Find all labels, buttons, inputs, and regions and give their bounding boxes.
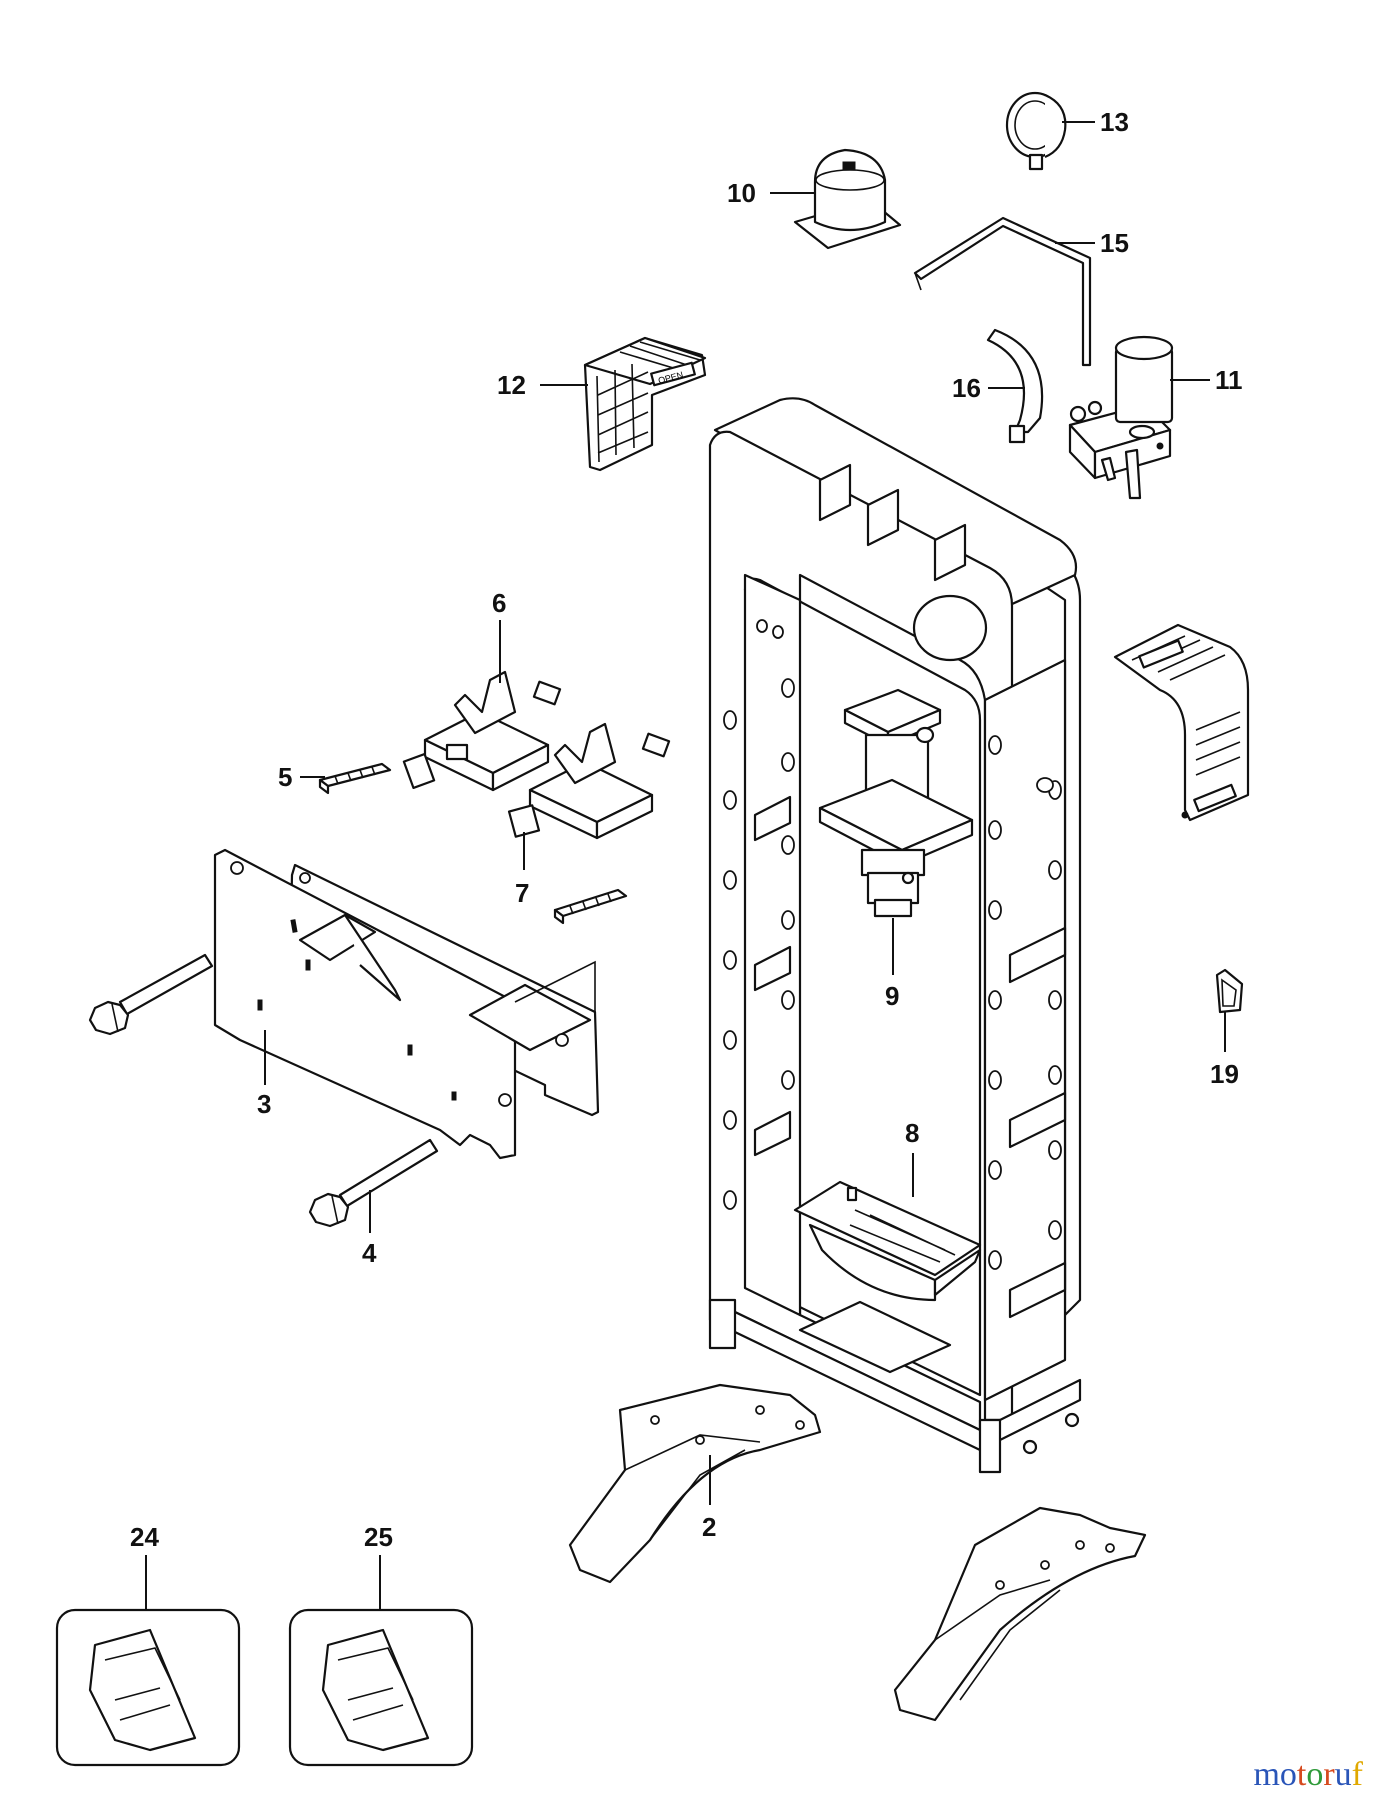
- leg-left: [568, 1383, 822, 1584]
- right-safety-guard: [1113, 623, 1250, 822]
- kit-box-25: [288, 1608, 474, 1767]
- press-frame: [708, 397, 1082, 1474]
- watermark-letter: t: [1296, 1756, 1307, 1793]
- hydraulic-pump: [1068, 335, 1174, 500]
- callout-12: 12: [497, 370, 526, 400]
- callout-3: 3: [257, 1089, 271, 1119]
- press-bed: [793, 1180, 982, 1302]
- leader-lines: [145, 121, 1226, 1610]
- frame-holes: [723, 619, 1062, 1270]
- pressure-gauge: [1005, 91, 1067, 171]
- ram-cylinder: [818, 688, 974, 918]
- clip-5: [402, 752, 436, 790]
- long-bolt-upper: [88, 953, 214, 1036]
- cylinder-head: [793, 148, 902, 250]
- watermark-letter: u: [1334, 1756, 1352, 1793]
- callout-2: 2: [702, 1512, 716, 1542]
- motoruf-watermark: motoruf: [1253, 1756, 1363, 1794]
- clip-7: [507, 804, 541, 838]
- callout-6: 6: [492, 588, 506, 618]
- callout-10: 10: [727, 178, 756, 208]
- callout-8: 8: [905, 1118, 919, 1148]
- locking-bar-7: [553, 888, 628, 925]
- v-block-upper: [423, 670, 562, 792]
- leg-right: [893, 1506, 1147, 1722]
- small-plate: [1215, 968, 1244, 1014]
- left-safety-guard: OPEN: [583, 336, 707, 472]
- callout-25: 25: [364, 1522, 393, 1552]
- callout-19: 19: [1210, 1059, 1239, 1089]
- watermark-letter: o: [1279, 1756, 1297, 1793]
- callout-11: 11: [1215, 365, 1243, 395]
- callout-15: 15: [1100, 228, 1129, 258]
- watermark-letter: o: [1306, 1756, 1324, 1793]
- watermark-letter: r: [1323, 1756, 1335, 1793]
- hydraulic-hose: [986, 328, 1044, 444]
- callout-24: 24: [130, 1522, 159, 1552]
- callout-13: 13: [1100, 107, 1129, 137]
- callout-4: 4: [362, 1238, 377, 1268]
- v-block-lower: [528, 722, 671, 840]
- pump-handle: [913, 216, 1092, 367]
- locking-bar-5: [318, 762, 392, 795]
- support-frame: [213, 848, 600, 1160]
- callout-5: 5: [278, 762, 292, 792]
- callout-16: 16: [952, 373, 981, 403]
- watermark-letter: m: [1253, 1756, 1280, 1793]
- callout-labels: 13 10 15 12 16 11 6 5 7 9 3 19 8 4 2 24 …: [130, 107, 1243, 1552]
- callout-7: 7: [515, 878, 529, 908]
- long-bolt-lower: [308, 1138, 439, 1228]
- watermark-letter: f: [1351, 1756, 1363, 1793]
- kit-box-24: [55, 1608, 241, 1767]
- callout-9: 9: [885, 981, 899, 1011]
